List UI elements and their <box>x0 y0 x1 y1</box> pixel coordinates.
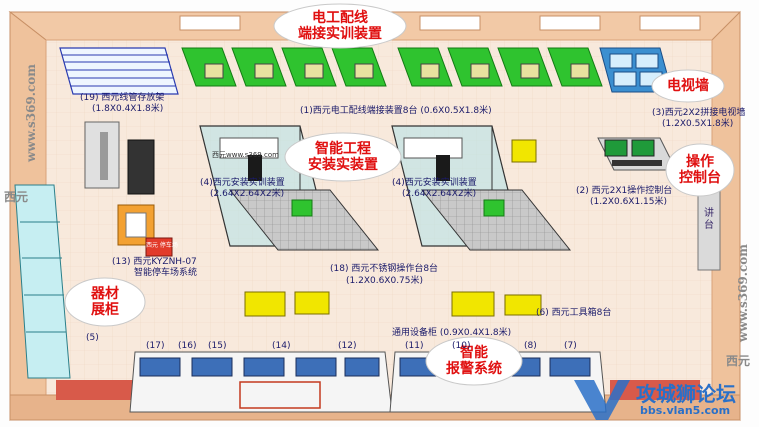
tool-box <box>294 291 330 315</box>
parking-sign-text: 西元 停车场 <box>146 242 178 249</box>
bubble-line: 电工配线 <box>312 10 368 26</box>
label-number-11: (11) <box>405 341 424 351</box>
bubble-line: 智能 <box>460 345 488 361</box>
bubble-bg <box>284 132 402 182</box>
tool-box <box>451 291 495 317</box>
bubble-line: 控制台 <box>679 170 721 186</box>
operation-console <box>597 137 677 171</box>
label-number-10: (10) <box>452 341 471 351</box>
label-install-left: (4)西元安装实训装置 <box>200 178 285 188</box>
label-number-12: (12) <box>338 341 357 351</box>
forum-url: bbs.vlan5.com <box>640 404 731 417</box>
bubble-bg <box>64 277 146 327</box>
label-number-14: (14) <box>272 341 291 351</box>
watermark-right: www.s369.com <box>736 244 750 342</box>
conduit-rack <box>59 47 179 95</box>
tool-box <box>504 294 542 316</box>
label-toolbox: (6) 西元工具箱8台 <box>536 308 612 318</box>
label-tv-wall-size: (1.2X0.5X1.8米) <box>662 119 734 129</box>
bubble-bg <box>651 69 725 103</box>
lecture-stand-label: 讲台 <box>704 208 714 231</box>
forum-logo <box>574 380 630 420</box>
bubble-install: 智能工程 安装实装置 <box>290 141 396 173</box>
label-number-8: (8) <box>524 341 537 351</box>
forum-title: 攻城狮论坛 <box>636 382 736 406</box>
label-number-15: (15) <box>208 341 227 351</box>
bubble-line: 展柜 <box>91 302 119 318</box>
bubble-line: 器材 <box>91 286 119 302</box>
label-number-17: (17) <box>146 341 165 351</box>
label-console-size: (1.2X0.6X1.15米) <box>590 197 668 207</box>
watermark-left: www.s369.com <box>24 64 38 162</box>
install-frame-right <box>391 125 572 251</box>
label-number-7: (7) <box>564 341 577 351</box>
watermark-left-brand: 西元 <box>4 190 29 204</box>
label-install-right: (4)西元安装实训装置 <box>392 178 477 188</box>
bubble-bg <box>273 3 407 49</box>
window <box>179 15 241 31</box>
bubble-line: 操作 <box>686 154 714 170</box>
wiring-terminal-row <box>181 47 603 87</box>
alarm-desks <box>129 351 607 413</box>
label-general-cabinet: 通用设备柜 (0.9X0.4X1.8米) <box>392 328 512 338</box>
label-parking: (13) 西元KYZNH-07 <box>112 257 197 267</box>
parking-system <box>84 121 173 257</box>
bubble-line: 安装实装置 <box>308 157 378 173</box>
cabinet-brand-text: 西元www.s369.com <box>212 151 279 159</box>
bubble-line: 智能工程 <box>315 141 371 157</box>
window <box>419 15 481 31</box>
front-strip-left <box>56 380 136 400</box>
label-number-16: (16) <box>178 341 197 351</box>
label-wiring-device: (1)西元电工配线端接装置8台 (0.6X0.5X1.8米) <box>300 106 492 116</box>
bubble-line: 端接实训装置 <box>298 26 382 42</box>
label-parking-name: 智能停车场系统 <box>134 268 198 278</box>
tool-box <box>244 291 286 317</box>
bubble-console: 操作 控制台 <box>672 154 728 186</box>
bubble-equipment-cabinet: 器材 展柜 <box>70 286 140 318</box>
bubble-bg <box>665 143 735 197</box>
label-conduit-rack: (19) 西元线管存放架 <box>80 93 165 103</box>
label-steel-bench: (18) 西元不锈钢操作台8台 <box>330 264 439 274</box>
bubble-tv-wall: 电视墙 <box>660 78 716 94</box>
label-install-right-size: (2.64X2.64X2米) <box>402 189 477 199</box>
equipment-cabinets <box>14 184 71 379</box>
tool-box <box>511 139 537 163</box>
window <box>539 15 601 31</box>
label-cabinet-5: (5) <box>86 333 99 343</box>
label-console: (2) 西元2X1操作控制台 <box>576 186 673 196</box>
window <box>639 15 701 31</box>
bubble-text: 电视墙 <box>667 78 709 94</box>
label-steel-bench-size: (1.2X0.6X0.75米) <box>346 276 424 286</box>
bubble-alarm: 智能 报警系统 <box>430 345 518 377</box>
label-conduit-rack-size: (1.8X0.4X1.8米) <box>92 104 164 114</box>
watermark-right-brand: 西元 <box>726 354 751 368</box>
bubble-wiring-device: 电工配线 端接实训装置 <box>282 10 398 42</box>
label-install-left-size: (2.64X2.64X2米) <box>210 189 285 199</box>
label-tv-wall: (3)西元2X2拼接电视墙 <box>652 108 746 118</box>
bubble-bg <box>425 336 523 386</box>
install-frame-left <box>199 125 380 251</box>
front-strip-right <box>610 380 700 400</box>
bubble-line: 报警系统 <box>446 361 502 377</box>
